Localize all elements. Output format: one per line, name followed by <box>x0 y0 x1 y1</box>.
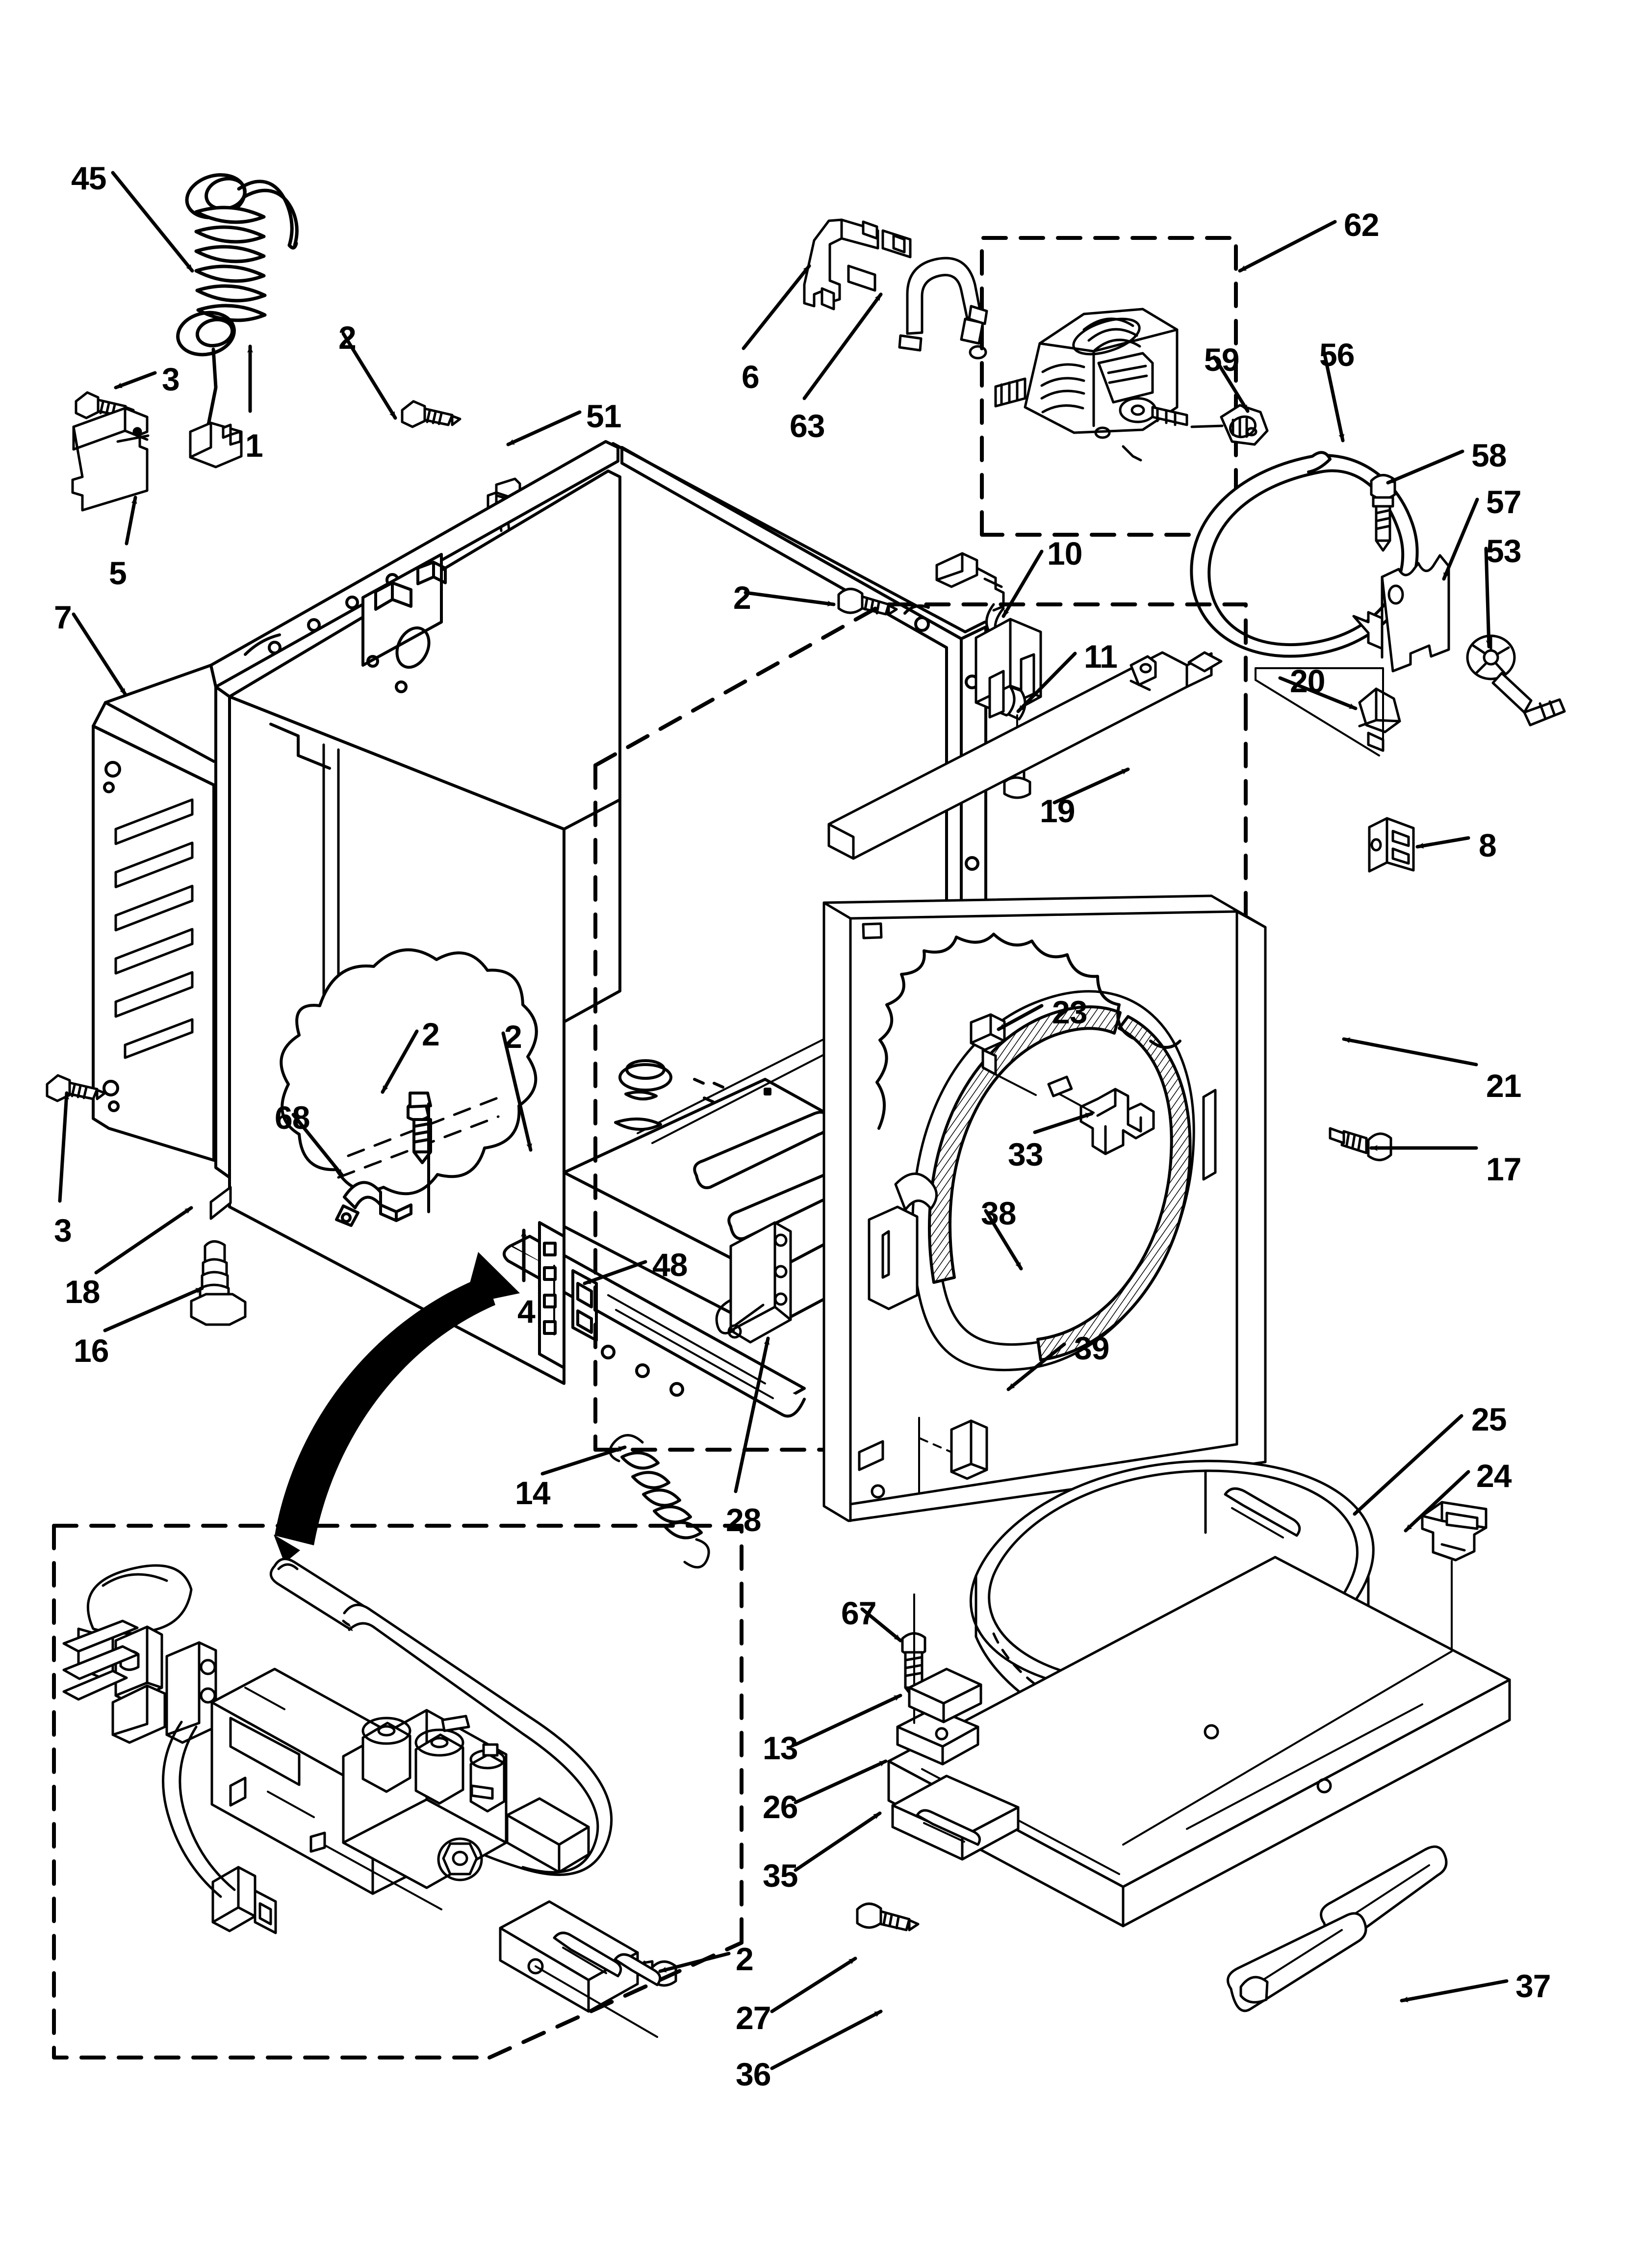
detail-cloud-68 <box>280 948 538 1227</box>
callout-number-18: 18 <box>65 1274 100 1310</box>
part-18-leg-detail <box>209 1186 232 1220</box>
callout-number-5: 5 <box>109 555 127 591</box>
part-motor <box>994 308 1188 462</box>
callout-number-62: 62 <box>1344 207 1379 243</box>
callout-number-4: 4 <box>517 1293 536 1330</box>
part-26-bracket <box>891 1774 1020 1861</box>
part-45-power-cord <box>176 173 299 426</box>
group-box-21-front-panel <box>593 602 1248 1452</box>
callout-number-38: 38 <box>981 1195 1016 1231</box>
part-48-latch <box>571 1269 598 1342</box>
callout-number-2: 2 <box>733 579 751 616</box>
callout-number-33: 33 <box>1008 1136 1043 1173</box>
part-10-thermostat <box>935 552 1042 721</box>
part-1-door-switch <box>189 421 243 469</box>
callout-number-59: 59 <box>1204 341 1239 378</box>
callout-number-56: 56 <box>1319 337 1355 373</box>
part-24-grommet <box>1122 1501 1488 1846</box>
callout-number-23: 23 <box>1052 994 1087 1030</box>
callout-number-53: 53 <box>1486 533 1521 569</box>
front-panel-hinges <box>858 1173 938 1499</box>
part-38-drum-seal <box>928 1005 1192 1361</box>
group-box-62-motor <box>980 236 1238 537</box>
part-base-and-duct <box>887 1460 1511 2012</box>
part-13-small-bracket-upper <box>908 1668 982 1723</box>
part-39-catch <box>918 1417 988 1493</box>
callout-number-2: 2 <box>504 1018 522 1055</box>
callout-number-13: 13 <box>763 1730 798 1766</box>
part-6-bracket <box>803 218 912 311</box>
callout-number-2: 2 <box>338 319 357 356</box>
callout-number-21: 21 <box>1486 1068 1521 1104</box>
callout-number-14: 14 <box>515 1475 550 1511</box>
callout-number-67: 67 <box>841 1595 876 1631</box>
callout-number-19: 19 <box>1040 793 1075 829</box>
callout-number-7: 7 <box>54 599 72 635</box>
part-2-screw-rail <box>837 588 898 616</box>
callout-number-63: 63 <box>790 408 825 444</box>
callout-number-3: 3 <box>162 361 180 397</box>
part-14-spring <box>609 1434 710 1569</box>
part-58-screw <box>1370 474 1396 552</box>
part-33-clip <box>1047 1075 1155 1155</box>
part-8-retainer <box>1368 817 1415 873</box>
callout-number-2: 2 <box>422 1016 440 1052</box>
callout-number-25: 25 <box>1471 1401 1507 1437</box>
callout-number-35: 35 <box>763 1857 798 1894</box>
callout-number-6: 6 <box>742 359 760 395</box>
callout-number-24: 24 <box>1476 1458 1512 1494</box>
callout-number-37: 37 <box>1515 1968 1551 2004</box>
part-57-bracket <box>1352 554 1450 673</box>
assembly-direction-arrow <box>274 1252 520 1563</box>
part-35-screw <box>856 1903 920 1931</box>
callout-number-36: 36 <box>736 2056 771 2092</box>
part-59-nut <box>1190 404 1269 446</box>
callout-number-45: 45 <box>71 160 106 196</box>
callout-number-48: 48 <box>652 1247 688 1283</box>
part-2-screw-top-left <box>401 400 462 428</box>
part-63-clip <box>898 257 988 360</box>
part-28-bracket <box>715 1221 792 1344</box>
callout-number-16: 16 <box>74 1332 109 1369</box>
part-19-bulkhead <box>827 651 1223 860</box>
callout-number-57: 57 <box>1486 484 1521 520</box>
callout-number-1: 1 <box>245 427 263 464</box>
callout-number-26: 26 <box>763 1789 798 1825</box>
cutaway-edge <box>875 933 1181 1130</box>
callout-number-68: 68 <box>275 1099 310 1136</box>
part-23-bushing <box>970 1013 1037 1096</box>
callout-number-17: 17 <box>1486 1151 1521 1187</box>
part-53-roller <box>1466 634 1566 727</box>
leader-lines <box>58 171 1509 2070</box>
callout-number-51: 51 <box>586 398 621 434</box>
callout-number-8: 8 <box>1479 827 1497 863</box>
part-3-screw-lower <box>46 1074 106 1102</box>
callout-number-2: 2 <box>736 1941 754 1977</box>
part-5-bracket <box>71 407 150 512</box>
part-20-trim-clip <box>1255 667 1401 756</box>
callout-number-10: 10 <box>1047 535 1082 572</box>
part-front-panel <box>822 894 1267 1522</box>
callout-number-39: 39 <box>1074 1330 1109 1366</box>
callout-number-20: 20 <box>1290 663 1325 699</box>
part-17-screw <box>1329 1127 1392 1161</box>
callout-number-58: 58 <box>1471 437 1507 473</box>
callout-number-11: 11 <box>1084 638 1118 675</box>
callout-number-28: 28 <box>726 1502 761 1538</box>
part-16-leveling-leg <box>190 1240 247 1326</box>
part-burner-assembly <box>62 1558 662 2038</box>
callout-number-27: 27 <box>736 2000 771 2036</box>
callout-number-3: 3 <box>54 1212 72 1249</box>
